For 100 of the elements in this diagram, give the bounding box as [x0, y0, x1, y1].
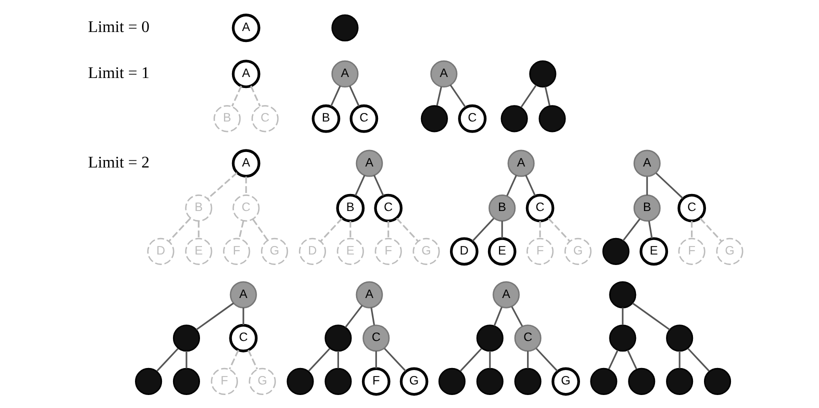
connector	[374, 351, 376, 368]
node-circle: A	[430, 60, 457, 88]
node-circle: G	[716, 238, 743, 265]
node-circle: B	[633, 194, 660, 222]
connector	[655, 172, 683, 199]
node-circle	[608, 281, 636, 308]
connector	[228, 350, 239, 370]
connector	[396, 218, 418, 242]
node-circle	[286, 368, 314, 396]
connector	[538, 220, 540, 238]
node-circle: B	[213, 105, 240, 132]
node-circle: C	[228, 324, 258, 352]
node-circle: A	[355, 150, 382, 177]
node-circle: E	[336, 238, 364, 265]
connector	[250, 86, 260, 107]
node-circle: C	[349, 104, 378, 133]
node-circle: C	[514, 324, 541, 352]
connector	[308, 348, 330, 372]
node-circle	[420, 105, 448, 132]
connector	[230, 86, 242, 107]
node-circle: G	[248, 368, 276, 396]
connector	[348, 86, 360, 107]
node-circle	[590, 368, 617, 396]
node-circle: C	[458, 104, 486, 133]
node-circle: F	[222, 238, 250, 265]
connector	[648, 220, 652, 238]
node-circle: A	[330, 60, 358, 88]
node-circle: D	[146, 238, 174, 265]
node-circle	[476, 324, 503, 352]
node-circle	[666, 324, 693, 352]
connector	[206, 172, 237, 200]
connector	[510, 306, 522, 327]
connector	[168, 218, 190, 242]
node-circle: G	[564, 238, 592, 265]
connector	[646, 176, 648, 196]
node-circle: C	[677, 194, 706, 222]
node-circle: F	[678, 238, 705, 265]
node-circle: F	[374, 238, 402, 265]
node-circle: B	[488, 194, 516, 222]
node-circle: G	[412, 238, 440, 265]
connector	[493, 306, 502, 326]
node-circle: A	[507, 150, 534, 177]
connector	[608, 350, 618, 370]
node-circle: C	[525, 194, 554, 222]
connector	[699, 218, 722, 242]
connector	[547, 218, 570, 242]
connector	[500, 220, 502, 238]
node-circle	[528, 60, 556, 88]
connector	[197, 220, 199, 238]
node-circle: A	[492, 281, 520, 308]
node-circle	[438, 368, 466, 396]
node-circle	[324, 368, 352, 396]
node-circle: A	[229, 281, 256, 308]
label: Limit = 1	[87, 64, 150, 82]
connector	[488, 351, 490, 368]
connector	[686, 348, 710, 372]
node-circle: A	[231, 14, 260, 42]
node-circle: G	[399, 367, 428, 396]
node-circle: C	[374, 194, 402, 222]
connector	[387, 220, 389, 238]
node-circle: E	[487, 237, 516, 266]
node-circle	[172, 368, 200, 396]
connector	[252, 218, 268, 241]
node-circle	[628, 368, 655, 396]
node-circle	[476, 368, 503, 396]
connector	[626, 350, 637, 370]
node-circle: A	[231, 149, 260, 178]
connector	[247, 350, 258, 370]
node-circle	[703, 368, 731, 396]
node-circle: C	[362, 324, 390, 352]
connector	[632, 302, 670, 330]
node-circle	[500, 105, 528, 132]
connector	[344, 305, 362, 328]
connector	[320, 218, 342, 242]
connector	[370, 308, 374, 326]
node-circle: F	[526, 238, 554, 265]
node-circle: E	[184, 238, 212, 265]
node-circle	[172, 324, 200, 352]
node-circle: A	[355, 281, 382, 308]
label: Limit = 2	[87, 154, 150, 172]
node-circle	[666, 368, 693, 396]
node-circle	[514, 368, 541, 396]
connector	[621, 308, 623, 326]
connector	[449, 84, 466, 108]
connector	[195, 302, 234, 330]
connector	[156, 348, 178, 372]
connector	[238, 220, 244, 239]
connector	[678, 351, 680, 368]
connector	[185, 351, 187, 368]
node-circle: A	[633, 150, 660, 177]
node-circle: C	[232, 194, 260, 222]
node-circle	[608, 324, 636, 352]
connector	[544, 86, 550, 106]
connector	[524, 174, 536, 196]
connector	[354, 174, 365, 196]
connector	[622, 218, 640, 242]
node-circle: F	[210, 368, 238, 396]
node-circle: B	[336, 194, 364, 222]
node-circle: F	[361, 367, 390, 396]
connector	[242, 308, 244, 326]
